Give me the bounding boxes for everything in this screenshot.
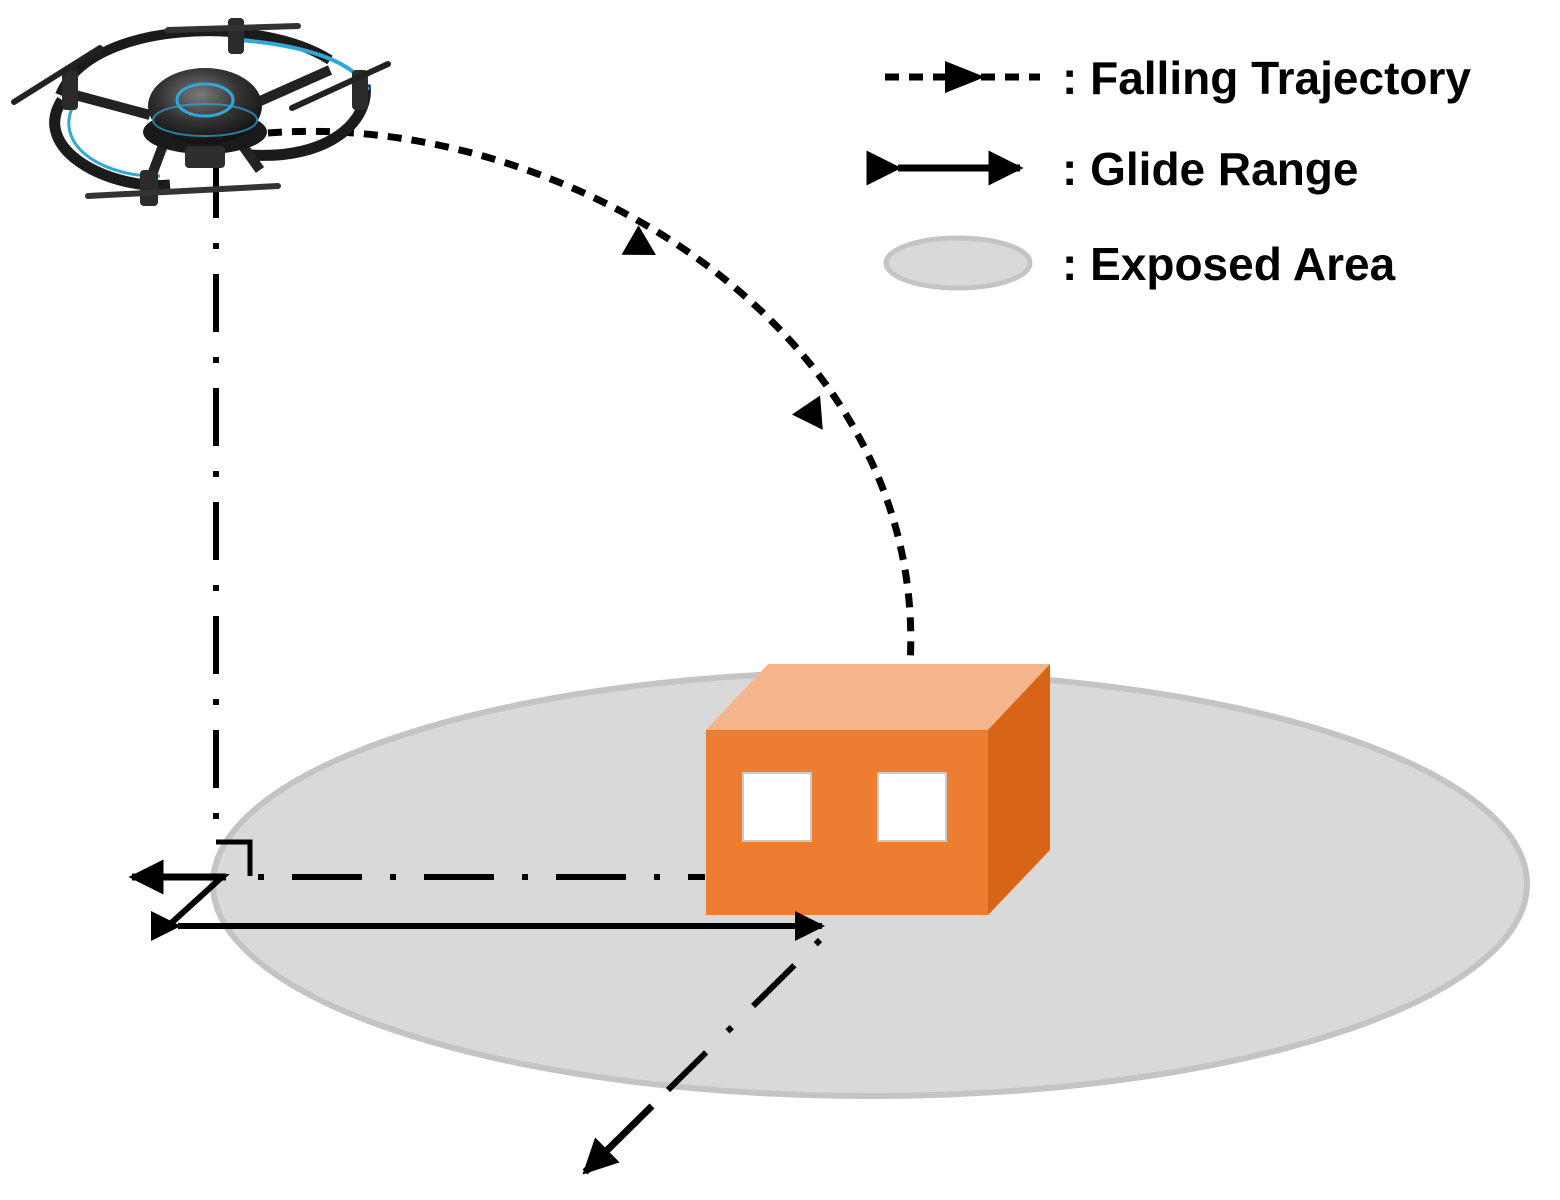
falling-trajectory: [267, 127, 915, 666]
building-top: [706, 664, 1050, 730]
trajectory-arrowhead-1: [621, 225, 656, 255]
legend-label-falling-trajectory: : Falling Trajectory: [1062, 52, 1471, 104]
trajectory-arrowhead-2: [791, 395, 823, 430]
right-angle-marker: [216, 839, 253, 876]
legend-item-falling-trajectory: : Falling Trajectory: [885, 52, 1471, 104]
legend-label-glide-range: : Glide Range: [1062, 143, 1358, 195]
legend-item-glide-range: : Glide Range: [866, 143, 1358, 195]
drone-icon: [11, 18, 391, 206]
building-window-right: [877, 772, 947, 842]
building-side: [988, 664, 1050, 915]
legend: : Falling Trajectory : Glide Range : Exp…: [866, 52, 1471, 291]
diagonal-axis-line: [665, 937, 823, 1093]
legend-label-exposed-area: : Exposed Area: [1062, 238, 1396, 290]
building-window-left: [742, 772, 812, 842]
legend-item-exposed-area: : Exposed Area: [883, 235, 1396, 291]
building-icon: [706, 664, 1050, 915]
legend-arrowhead-icon: [945, 61, 985, 93]
gray-ellipse-icon: [883, 235, 1033, 291]
diagonal-axis-arrow: [582, 1103, 655, 1175]
axis-corner-zigzag: [165, 874, 230, 929]
